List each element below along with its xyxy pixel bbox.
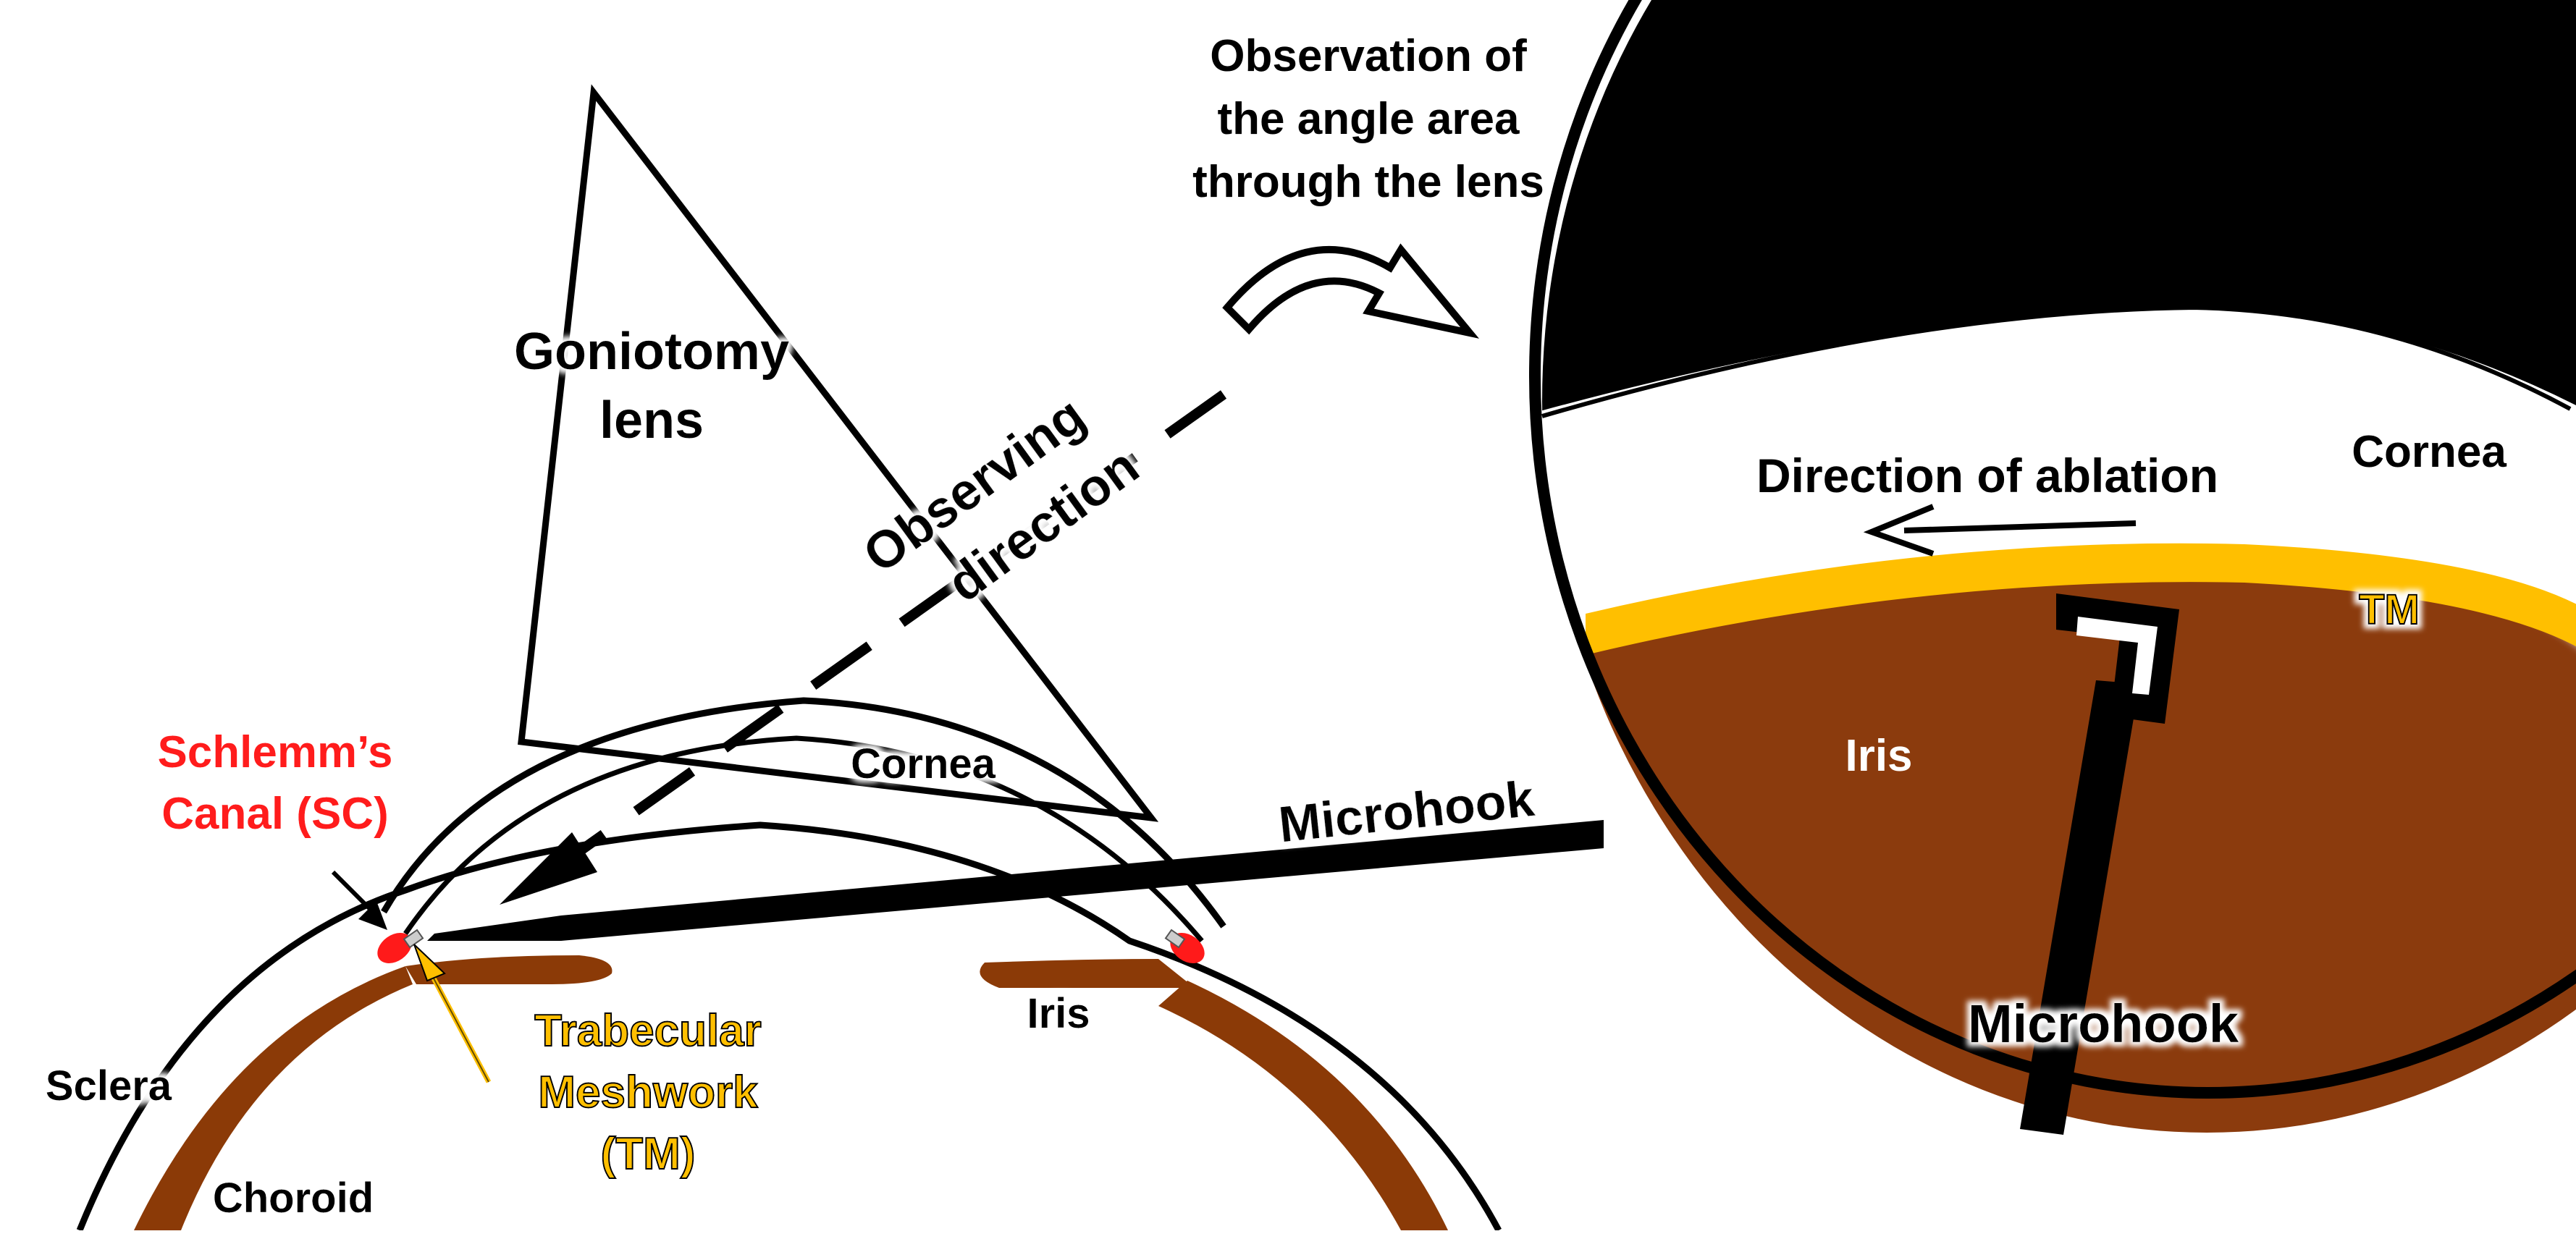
tm-pointer-arrowhead [413, 944, 446, 982]
choroid-label: Choroid [213, 1175, 374, 1222]
ablation-direction-arrowhead [1863, 504, 1935, 557]
tm-pointer-line-outline [426, 965, 489, 1083]
magnified-view-outline [1529, 0, 2576, 1099]
tm-label-1: Trabecular [534, 1006, 762, 1056]
observation-label-2: the angle area [1218, 94, 1520, 144]
microhook-left-tip [427, 916, 561, 941]
observation-label-1: Observation of [1210, 31, 1527, 81]
observation-curved-arrow [1222, 243, 1480, 339]
sclera-label: Sclera [46, 1062, 172, 1109]
cornea-left-label: Cornea [851, 740, 996, 787]
schlemm-canal-left [377, 933, 412, 963]
goniotomy-lens [518, 84, 1159, 822]
trabecular-meshwork-right [1164, 929, 1186, 949]
microhook-right-shaft [2020, 680, 2139, 1135]
choroid-band-right [1158, 981, 1448, 1230]
schlemm-label-2: Canal (SC) [161, 789, 388, 839]
goniotomy-lens-label-2: lens [599, 392, 704, 449]
tm-label-3: (TM) [601, 1129, 696, 1179]
cornea-right-label: Cornea [2352, 427, 2506, 477]
microhook-right-head-highlight [2076, 617, 2158, 695]
iris-left-shape [405, 955, 613, 984]
magnified-tm-band [1586, 543, 2576, 666]
eye-cross-section [76, 697, 1502, 1230]
observation-label-3: through the lens [1192, 157, 1544, 207]
choroid-band [134, 966, 413, 1230]
goniotomy-lens-label-1: Goniotomy [514, 323, 789, 381]
iris-left-label: Iris [1027, 990, 1090, 1037]
direction-of-ablation-label: Direction of ablation [1756, 449, 2218, 502]
magnified-dark-edge [1541, 305, 2572, 418]
observing-direction-arrowhead [500, 832, 597, 905]
tm-label-2: Meshwork [538, 1067, 758, 1117]
microhook-right-label: Microhook [1968, 994, 2239, 1054]
sclera-outer-outline [76, 821, 1502, 1230]
schlemm-pointer-arrowhead [358, 901, 387, 930]
ablation-direction-line [1903, 520, 2137, 533]
tm-right-label: TM [2359, 586, 2420, 633]
cornea-inner-arc [403, 735, 1204, 943]
trabecular-meshwork-left [403, 929, 424, 949]
microhook-left-shaft [561, 820, 1604, 941]
iris-right-label: Iris [1845, 731, 1912, 781]
magnified-dark-region [1542, 0, 2576, 413]
schlemm-label-1: Schlemm’s [157, 727, 392, 777]
observing-direction-line [547, 390, 1227, 876]
iris-right-shape [980, 959, 1195, 988]
